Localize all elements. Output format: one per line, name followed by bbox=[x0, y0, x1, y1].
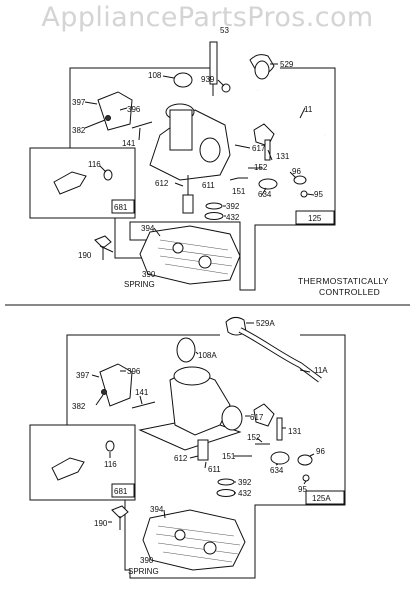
top-label-116: 116 bbox=[88, 160, 101, 169]
bottom-label-634: 634 bbox=[270, 466, 284, 475]
bottom-carburetor-body bbox=[138, 366, 243, 461]
top-label-392: 392 bbox=[226, 202, 240, 211]
top-label-spring: SPRING bbox=[124, 280, 155, 289]
top-part-681-spring bbox=[53, 171, 87, 195]
top-part-95 bbox=[300, 190, 308, 198]
top-681-tag bbox=[111, 199, 135, 214]
bottom-part-116-washer bbox=[105, 440, 115, 452]
bottom-part-382-screw bbox=[101, 389, 107, 395]
bottom-label-611: 611 bbox=[208, 465, 221, 474]
bottom-label-151: 151 bbox=[222, 452, 236, 461]
bottom-part-617-valve bbox=[253, 403, 275, 427]
top-part-617-valve bbox=[253, 123, 275, 147]
top-label-53: 53 bbox=[220, 26, 229, 35]
top-carburetor-body bbox=[149, 103, 231, 214]
top-part-108 bbox=[173, 72, 193, 88]
top-label-612: 612 bbox=[155, 179, 169, 188]
top-label-681: 681 bbox=[114, 203, 128, 212]
bottom-label-141: 141 bbox=[135, 388, 149, 397]
top-label-96: 96 bbox=[292, 167, 301, 176]
bottom-part-634 bbox=[270, 451, 290, 465]
top-leader-lines bbox=[84, 63, 315, 253]
top-part-96 bbox=[293, 175, 307, 185]
bottom-label-617: 617 bbox=[250, 413, 264, 422]
top-label-396: 396 bbox=[127, 105, 141, 114]
top-label-151: 151 bbox=[232, 187, 246, 196]
top-part-116-washer bbox=[103, 169, 113, 181]
bottom-label-116: 116 bbox=[104, 460, 117, 469]
bottom-label-612: 612 bbox=[174, 454, 188, 463]
bottom-label-390: 390 bbox=[140, 556, 154, 565]
top-681-box bbox=[29, 147, 136, 219]
bottom-label-394: 394 bbox=[150, 505, 164, 514]
top-label-95: 95 bbox=[314, 190, 323, 199]
bottom-part-96 bbox=[297, 454, 313, 466]
bottom-681-tag bbox=[111, 483, 135, 498]
top-label-634: 634 bbox=[258, 190, 272, 199]
top-label-390: 390 bbox=[142, 270, 156, 279]
top-caption-line2: CONTROLLED bbox=[319, 287, 380, 297]
top-label-125: 125 bbox=[308, 214, 322, 223]
bottom-label-131: 131 bbox=[288, 427, 302, 436]
bottom-label-681: 681 bbox=[114, 487, 128, 496]
top-label-190: 190 bbox=[78, 251, 92, 260]
bottom-681-box bbox=[29, 424, 136, 501]
bottom-label-190: 190 bbox=[94, 519, 108, 528]
bottom-part-681-spring bbox=[51, 457, 85, 481]
top-label-939: 939 bbox=[201, 75, 215, 84]
top-part-432 bbox=[204, 212, 224, 220]
bottom-leader-lines bbox=[91, 322, 315, 523]
top-part-141-pin bbox=[131, 121, 153, 129]
bottom-part-190-screw bbox=[111, 505, 129, 530]
bottom-diagram: 529A 108A 11A 397 396 382 141 617 131 15… bbox=[29, 316, 346, 579]
bottom-part-390-gasket bbox=[142, 509, 246, 571]
bottom-part-95 bbox=[302, 474, 310, 482]
bottom-label-396: 396 bbox=[127, 367, 141, 376]
bottom-label-95: 95 bbox=[298, 485, 307, 494]
bottom-label-392: 392 bbox=[238, 478, 252, 487]
bottom-part-108A bbox=[176, 337, 196, 363]
top-part-131-stem bbox=[264, 139, 271, 161]
bottom-label-125A: 125A bbox=[312, 494, 331, 503]
top-label-131: 131 bbox=[276, 152, 290, 161]
top-part-190-screw bbox=[94, 235, 112, 260]
top-label-152: 152 bbox=[254, 163, 268, 172]
top-part-382-screw bbox=[105, 115, 111, 121]
bottom-125A-tag bbox=[305, 490, 345, 505]
top-caption-line1: THERMOSTATICALLY bbox=[298, 276, 389, 286]
top-label-382: 382 bbox=[72, 126, 86, 135]
bottom-label-529A: 529A bbox=[256, 319, 275, 328]
top-label-529: 529 bbox=[280, 60, 294, 69]
top-125-tag bbox=[295, 210, 335, 225]
bottom-part-432 bbox=[216, 489, 236, 497]
bottom-label-11A: 11A bbox=[314, 366, 328, 375]
top-label-432: 432 bbox=[226, 213, 240, 222]
bottom-part-396-bracket bbox=[99, 363, 133, 407]
top-label-394: 394 bbox=[141, 224, 155, 233]
bottom-part-392 bbox=[217, 478, 235, 486]
top-diagram-thermostatic: 53 529 108 939 397 396 11 382 141 617 13… bbox=[29, 26, 389, 297]
bottom-part-131-stem bbox=[276, 417, 283, 441]
top-part-392 bbox=[205, 202, 223, 210]
bottom-label-96: 96 bbox=[316, 447, 325, 456]
bottom-part-141-pin bbox=[131, 401, 156, 409]
bottom-label-spring: SPRING bbox=[128, 567, 159, 576]
watermark-text: AppliancePartsPros.com bbox=[41, 2, 374, 33]
top-label-11: 11 bbox=[304, 105, 313, 114]
bottom-label-152: 152 bbox=[247, 433, 261, 442]
bottom-label-108A: 108A bbox=[198, 351, 217, 360]
top-label-397: 397 bbox=[72, 98, 86, 107]
top-529-ring bbox=[254, 60, 270, 80]
bottom-label-432: 432 bbox=[238, 489, 252, 498]
top-part-634 bbox=[258, 178, 278, 190]
top-label-617: 617 bbox=[252, 144, 266, 153]
bottom-label-382: 382 bbox=[72, 402, 86, 411]
top-label-611: 611 bbox=[202, 181, 215, 190]
top-label-141: 141 bbox=[122, 139, 136, 148]
bottom-label-397: 397 bbox=[76, 371, 90, 380]
top-label-108: 108 bbox=[148, 71, 162, 80]
